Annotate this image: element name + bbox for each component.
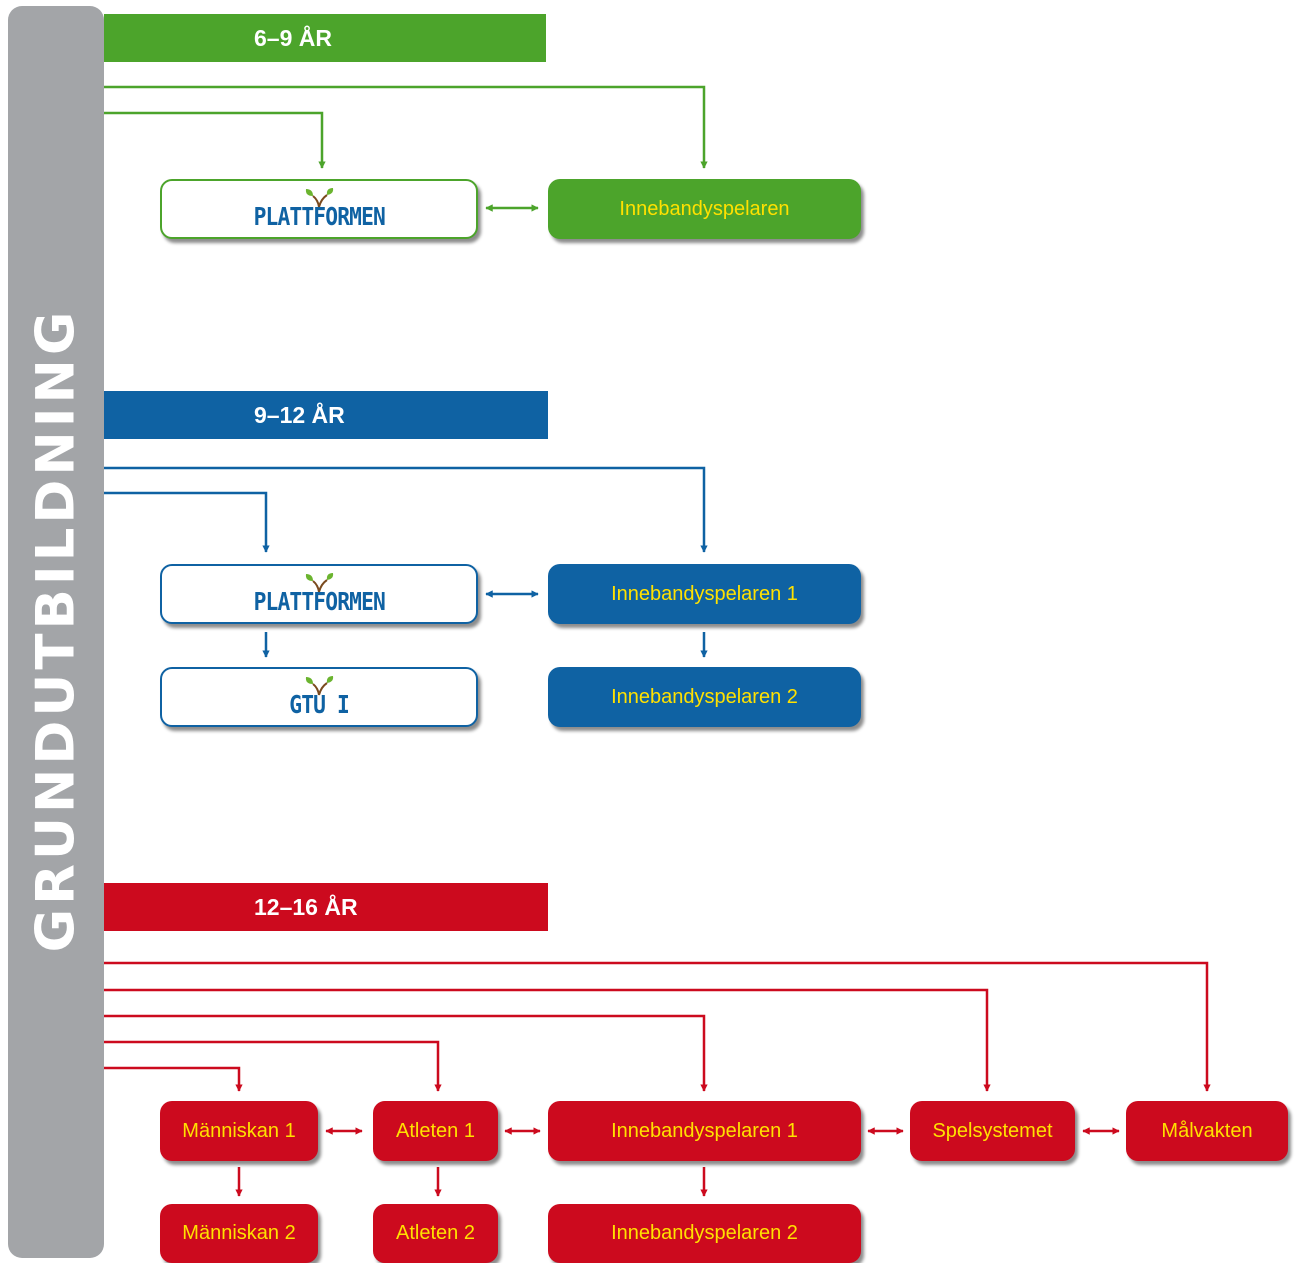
node-atleten-2: Atleten 2 (373, 1204, 498, 1263)
node-malvakten: Målvakten (1126, 1101, 1288, 1161)
sprout-icon (305, 188, 334, 208)
node-manniskan-1: Människan 1 (160, 1101, 318, 1161)
sprout-icon (305, 573, 334, 593)
connector-green-plattformen (104, 111, 326, 169)
connector-blue-innebandy (104, 466, 708, 553)
node-innebandyspelaren-1-12-16: Innebandyspelaren 1 (548, 1101, 861, 1161)
node-innebandyspelaren-2-12-16: Innebandyspelaren 2 (548, 1204, 861, 1263)
sidebar (8, 6, 104, 1258)
sprout-icon (305, 676, 334, 696)
plattformen-box-9-12: PLATTFORMEN (160, 564, 478, 624)
connector-blue-plattformen (104, 491, 270, 553)
gtu-logo-text: GTU I (289, 690, 350, 719)
connector-red-innebandy (104, 1014, 708, 1092)
section-12-16-header: 12–16 ÅR (104, 883, 548, 931)
section-6-9-header: 6–9 ÅR (104, 14, 546, 62)
connector-red-atleten (104, 1040, 442, 1092)
node-innebandyspelaren-2-9-12: Innebandyspelaren 2 (548, 667, 861, 727)
plattformen-logo-text: PLATTFORMEN (253, 587, 385, 616)
connector-red-manniskan (104, 1066, 243, 1092)
node-spelsystemet: Spelsystemet (910, 1101, 1075, 1161)
gtu-box-9-12: GTU I (160, 667, 478, 727)
plattformen-logo-text: PLATTFORMEN (253, 202, 385, 231)
connector-red-malvakten (104, 961, 1211, 1092)
plattformen-box-6-9: PLATTFORMEN (160, 179, 478, 239)
connector-red-spelsystemet (104, 988, 991, 1092)
node-manniskan-2: Människan 2 (160, 1204, 318, 1263)
connector-green-innebandy (104, 85, 708, 169)
node-atleten-1: Atleten 1 (373, 1101, 498, 1161)
node-innebandyspelaren-1-9-12: Innebandyspelaren 1 (548, 564, 861, 624)
section-9-12-header: 9–12 ÅR (104, 391, 548, 439)
node-innebandyspelaren-6-9: Innebandyspelaren (548, 179, 861, 239)
